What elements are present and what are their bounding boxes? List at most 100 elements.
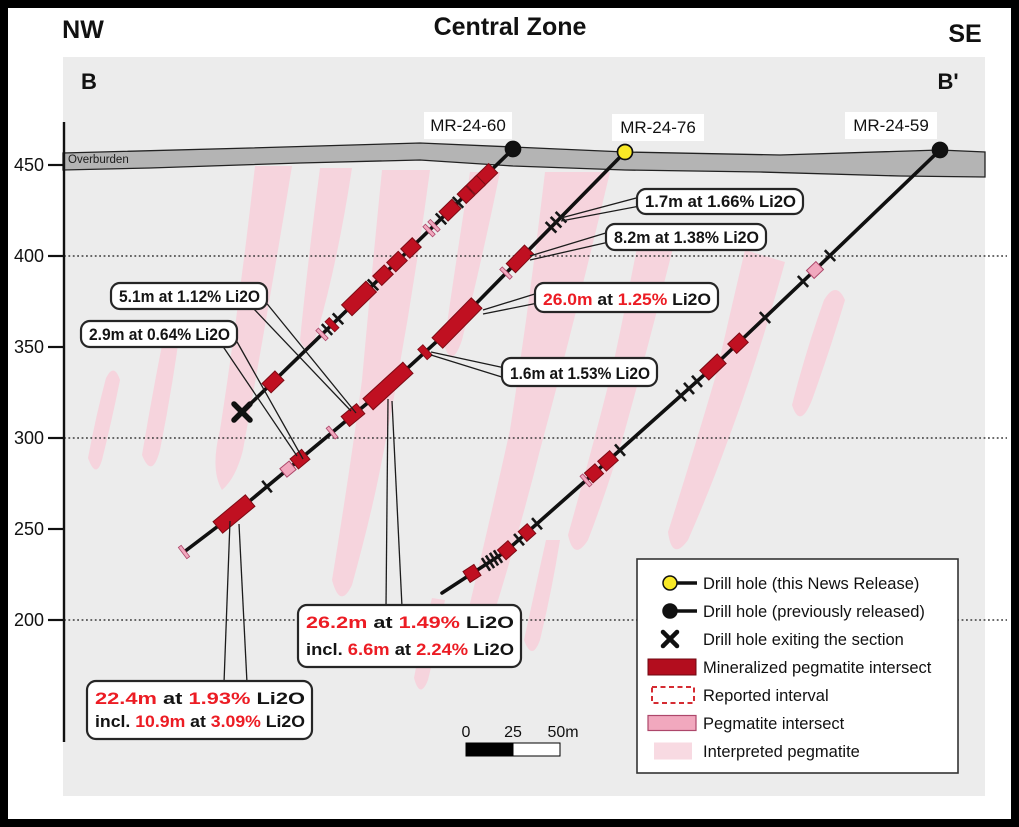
collar-label: MR-24-59 — [853, 116, 929, 135]
collar-label-box — [845, 112, 937, 139]
mineralized-intersect — [438, 198, 462, 222]
survey-tick — [758, 311, 772, 324]
survey-tick — [261, 479, 273, 494]
mineralized-intersect — [496, 540, 518, 561]
exit-x-marker — [231, 401, 253, 423]
callout-text: 26.0m at 1.25% Li2O — [543, 290, 711, 309]
survey-tick — [513, 533, 525, 547]
section-label-b: B — [81, 69, 97, 94]
mineralized-intersect — [400, 237, 422, 259]
survey-tick — [488, 552, 500, 567]
collar-dot — [616, 143, 634, 161]
drillholes-group: MR-24-60 MR-24-76 MR-24-59 — [177, 112, 949, 595]
mineralized-intersect — [465, 174, 487, 196]
callout-box — [109, 281, 269, 311]
scalebar-segment-black — [465, 742, 514, 757]
scale-bar: 0 25 50m — [462, 724, 579, 757]
scalebar-label: 25 — [504, 724, 522, 741]
callout-leader-line — [430, 351, 506, 369]
callout-leader-line — [482, 302, 539, 315]
pegmatite-intersect — [279, 460, 297, 478]
pegmatite-tick — [422, 223, 436, 238]
callout-text: 5.1m at 1.12% Li2O — [119, 287, 260, 306]
collar-dot — [931, 141, 949, 159]
pegmatite-tick — [499, 266, 513, 280]
scalebar-segment-white — [512, 742, 561, 757]
survey-tick — [434, 212, 448, 226]
callout-text: 22.4m at 1.93% Li2O — [95, 689, 305, 708]
callout-leader-line — [430, 354, 506, 379]
interpreted-pegmatite-shape — [88, 370, 120, 470]
mineralized-intersect — [372, 264, 394, 287]
callout-leader-line — [238, 523, 248, 684]
legend-label: Mineralized pegmatite intersect — [703, 659, 932, 677]
mineralized-intersect — [583, 463, 605, 484]
callout-leader-line — [391, 400, 403, 608]
callout-leader-line — [560, 205, 641, 222]
overburden-label: Overburden — [68, 154, 129, 166]
legend-swatch-x — [660, 629, 680, 649]
callout-text: incl. 10.9m at 3.09% Li2O — [95, 712, 305, 731]
callouts-group: 1.7m at 1.66% Li2O 8.2m at 1.38% Li2O 26.0… — [79, 187, 805, 741]
callout-leader-line — [482, 292, 539, 311]
axis-tick-label: 350 — [14, 337, 44, 357]
legend-label: Interpreted pegmatite — [703, 743, 860, 761]
callout-box — [500, 356, 659, 388]
collar-label-box — [612, 114, 704, 141]
callout-text: 1.7m at 1.66% Li2O — [645, 192, 796, 211]
legend-swatch-interpreted — [654, 742, 692, 760]
collar-dot — [504, 140, 522, 158]
collar-label: MR-24-60 — [430, 116, 506, 135]
mineralized-intersect — [505, 244, 535, 274]
callout-box — [635, 187, 805, 216]
mineralized-intersect — [386, 250, 408, 273]
callout-leader-line — [221, 344, 298, 457]
mineralized-intersect — [362, 361, 414, 411]
survey-tick — [691, 374, 703, 388]
mineralized-intersect — [261, 370, 285, 394]
figure-title: Central Zone — [434, 13, 587, 41]
legend: Drill hole (this News Release) Drill hole… — [636, 558, 959, 774]
interpreted-pegmatite-shape — [792, 290, 845, 417]
callout-leader-line — [529, 241, 610, 261]
collar-label: MR-24-76 — [620, 118, 696, 137]
legend-swatch-dh_new — [662, 575, 678, 591]
legend-label: Drill hole (previously released) — [703, 603, 925, 621]
mineralized-intersect — [340, 402, 366, 428]
callout-box — [604, 222, 768, 252]
corner-label-se: SE — [948, 20, 981, 48]
scalebar-label: 0 — [462, 724, 471, 741]
legend-label: Drill hole (this News Release) — [703, 575, 919, 593]
axis-tick-label: 300 — [14, 428, 44, 448]
pegmatite-tick — [427, 218, 441, 233]
survey-tick — [823, 249, 837, 262]
interpreted-pegmatite-shape — [300, 168, 352, 348]
pegmatite-tick — [325, 425, 339, 440]
section-label-b-prime: B' — [937, 69, 958, 94]
callout-leader-line — [529, 231, 610, 257]
callout-box — [79, 319, 239, 349]
survey-tick — [331, 312, 345, 326]
callout-leader-line — [263, 299, 357, 414]
callout-text: 2.9m at 0.64% Li2O — [89, 325, 230, 344]
interpreted-pegmatite-shape — [524, 540, 560, 651]
scalebar-label: 50m — [547, 724, 578, 741]
callout-text: incl. 6.6m at 2.24% Li2O — [306, 640, 514, 659]
legend-label: Reported interval — [703, 687, 829, 705]
callout-leader-line — [251, 306, 352, 412]
mineralized-intersect — [517, 522, 537, 543]
legend-swatch-mineralized — [647, 658, 697, 676]
survey-tick — [480, 557, 492, 572]
interpreted-pegmatite-shape — [142, 323, 180, 467]
mineralized-intersect — [212, 494, 256, 534]
callout-leader-line — [223, 520, 231, 684]
pegmatite-tick — [579, 473, 593, 488]
survey-tick — [549, 216, 563, 229]
callout-text: 8.2m at 1.38% Li2O — [614, 228, 759, 247]
legend-swatch-reported — [651, 686, 695, 704]
survey-tick — [320, 323, 334, 336]
survey-tick — [675, 389, 687, 403]
pegmatite-tick — [177, 544, 191, 560]
